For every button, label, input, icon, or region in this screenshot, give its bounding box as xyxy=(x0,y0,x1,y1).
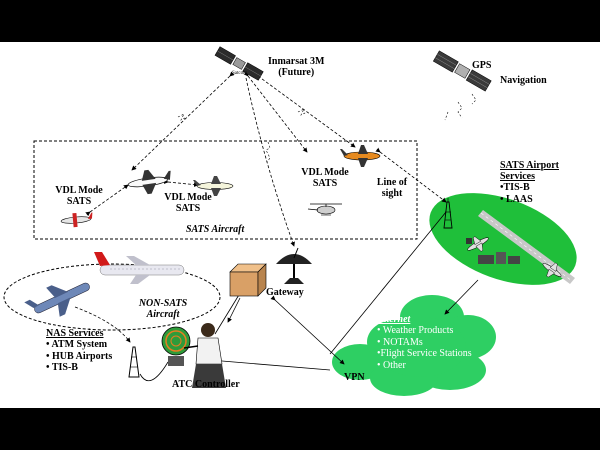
airliner-red-tail-icon xyxy=(94,252,185,284)
internet-cloud xyxy=(332,295,496,396)
line-of-sight-label: Line of sight xyxy=(376,177,408,199)
nas-services: NAS Services • ATM System • HUB Airports… xyxy=(46,328,113,373)
airport-field xyxy=(429,193,577,285)
nas-tower-icon xyxy=(128,346,140,378)
network-diagram: Inmarsat 3M (Future) Satcom GPS Navigati… xyxy=(0,42,600,408)
non-sats-region xyxy=(3,263,221,331)
airport-buildings-icon xyxy=(466,238,520,264)
sats-plane-small-icon xyxy=(60,212,93,228)
internet-services: Internet • Weather Products • NOTAMs •Fl… xyxy=(377,314,472,371)
gateway-label: Gateway xyxy=(266,287,304,298)
gps-label: GPS xyxy=(472,60,492,71)
satellite-dish-icon xyxy=(276,247,312,284)
vdl-mode-center-label: VDL Mode SATS xyxy=(164,192,212,214)
inmarsat-satellite-icon xyxy=(214,46,264,81)
helicopter-icon xyxy=(307,203,342,216)
sats-aircraft-caption: SATS Aircraft xyxy=(186,224,245,235)
sats-airport-services: SATS Airport Services •TIS-B • LAAS xyxy=(500,160,559,205)
gateway-box-icon xyxy=(229,263,267,297)
vpn-label: VPN xyxy=(344,372,365,383)
vdl-mode-right-label: VDL Mode SATS xyxy=(301,167,349,189)
inmarsat-label: Inmarsat 3M (Future) xyxy=(268,56,325,78)
sats-plane-orange-icon xyxy=(340,145,381,167)
airport-tower-icon xyxy=(443,198,453,229)
airliner-blue-icon xyxy=(24,282,90,317)
gps-satellite-icon xyxy=(432,50,492,92)
sats-plane-twin-icon xyxy=(127,169,171,195)
vdl-mode-left-label: VDL Mode SATS xyxy=(55,185,103,207)
inmarsat-tag: Satcom xyxy=(232,71,247,76)
atc-controller-icon xyxy=(161,323,226,388)
diagram-graphics xyxy=(3,46,577,396)
non-sats-aircraft-caption: NON-SATS Aircraft xyxy=(138,298,188,320)
gps-navigation-label: Navigation xyxy=(500,75,547,86)
airport-plane-1-icon xyxy=(467,236,489,252)
airport-plane-2-icon xyxy=(542,262,562,278)
sats-plane-center-icon xyxy=(193,176,234,196)
atc-controller-label: ATC Controller xyxy=(172,379,240,390)
